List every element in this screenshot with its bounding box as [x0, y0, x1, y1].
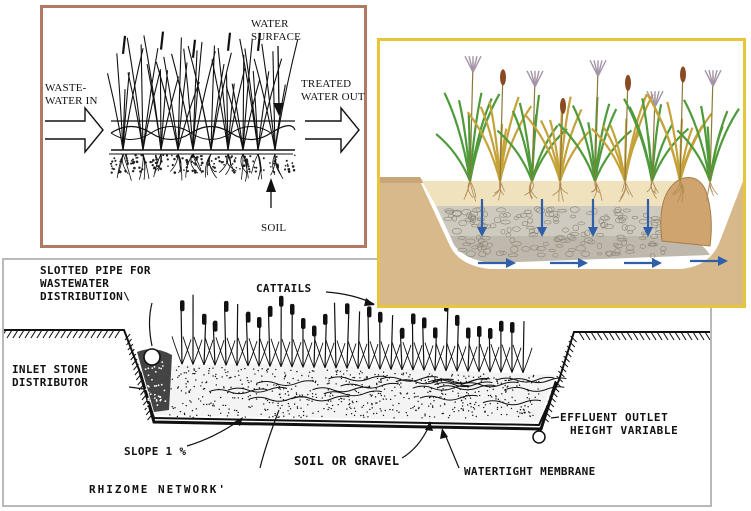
label-effluent-line-2: HEIGHT VARIABLE [570, 424, 679, 437]
ground-hatching [4, 329, 710, 423]
effluent-leader [550, 416, 560, 419]
bed-fill [141, 363, 554, 422]
gravel-layer [436, 206, 676, 236]
root-zone [463, 180, 719, 203]
panel-wetland-sketch: WASTE- WATER IN WATER SURFACE TREATED WA… [40, 5, 367, 248]
membrane-leader [443, 431, 460, 469]
soil-speckles [109, 153, 296, 174]
gravel-pebbles [443, 206, 671, 259]
inlet-stones [144, 360, 167, 409]
label-soil: SOIL [261, 222, 287, 234]
panel-subsurface-illustration [377, 38, 746, 308]
label-inlet-stone: INLET STONE DISTRIBUTOR [12, 363, 88, 389]
subsurface-illustration-drawing [380, 55, 743, 305]
label-slotted-line-1: SLOTTED PIPE FOR [40, 264, 151, 277]
label-slotted-pipe: SLOTTED PIPE FOR WASTEWATER DISTRIBUTION… [40, 264, 151, 303]
label-wastewater-in: WASTE- WATER IN [45, 82, 98, 108]
watertight-membrane [138, 371, 558, 431]
reed-plants-color [435, 55, 740, 182]
panel-cross-section: SLOTTED PIPE FOR WASTEWATER DISTRIBUTION… [2, 258, 712, 507]
coarse-gravel-layer [450, 236, 710, 263]
outflow-arrow [305, 106, 360, 154]
water-surface-pointer [277, 45, 280, 111]
label-wastewater-line-2: WATER IN [45, 95, 98, 107]
label-inlet-line-1: INLET STONE [12, 363, 89, 376]
pipe-leader [148, 302, 153, 347]
label-rhizome-network: RHIZOME NETWORK' [89, 483, 227, 496]
label-effluent-line-1: EFFLUENT OUTLET [560, 411, 669, 424]
reed-plants-sketch [106, 31, 299, 151]
label-slotted-line-3: DISTRIBUTION\ [40, 290, 130, 303]
soil-leader [401, 425, 430, 459]
sand-layer [422, 181, 676, 206]
flow-wave-1 [110, 125, 296, 141]
inlet-stone-distributor [137, 349, 172, 412]
flow-arrows [477, 199, 728, 268]
earth-basin [380, 181, 743, 305]
label-water-surface-line-1: WATER [251, 18, 289, 30]
slotted-pipe [143, 348, 161, 366]
label-treated-line-1: TREATED [301, 78, 352, 90]
label-slope: SLOPE 1 % [124, 445, 187, 458]
label-soil-or-gravel: SOIL OR GRAVEL [294, 454, 400, 468]
label-effluent-outlet: EFFLUENT OUTLET HEIGHT VARIABLE [560, 411, 678, 437]
label-inlet-line-2: DISTRIBUTOR [12, 376, 89, 389]
label-treated-water-out: TREATED WATER OUT [301, 78, 365, 104]
gravel-stipple [168, 365, 540, 419]
label-cattails: CATTAILS [256, 282, 312, 295]
rhizome-lines [209, 375, 567, 406]
inlet-leader [128, 386, 145, 390]
label-water-surface: WATER SURFACE [251, 18, 301, 44]
label-treated-line-2: WATER OUT [301, 91, 365, 103]
label-watertight-membrane: WATERTIGHT MEMBRANE [464, 465, 596, 478]
root-sketch [116, 153, 284, 182]
soil-arrowhead [266, 178, 276, 192]
label-wastewater-line-1: WASTE- [45, 82, 87, 94]
outlet-pipe [532, 430, 546, 444]
label-water-surface-line-2: SURFACE [251, 31, 302, 43]
inflow-arrow [45, 106, 104, 154]
water-surface-arrowhead [273, 103, 284, 116]
cross-section-drawing [4, 291, 710, 469]
rhizome-leader [259, 409, 280, 469]
label-slotted-line-2: WASTEWATER [40, 277, 110, 290]
soil-layer [109, 149, 295, 155]
cattail-plants [171, 294, 533, 374]
wetland-sketch-drawing [45, 31, 360, 208]
